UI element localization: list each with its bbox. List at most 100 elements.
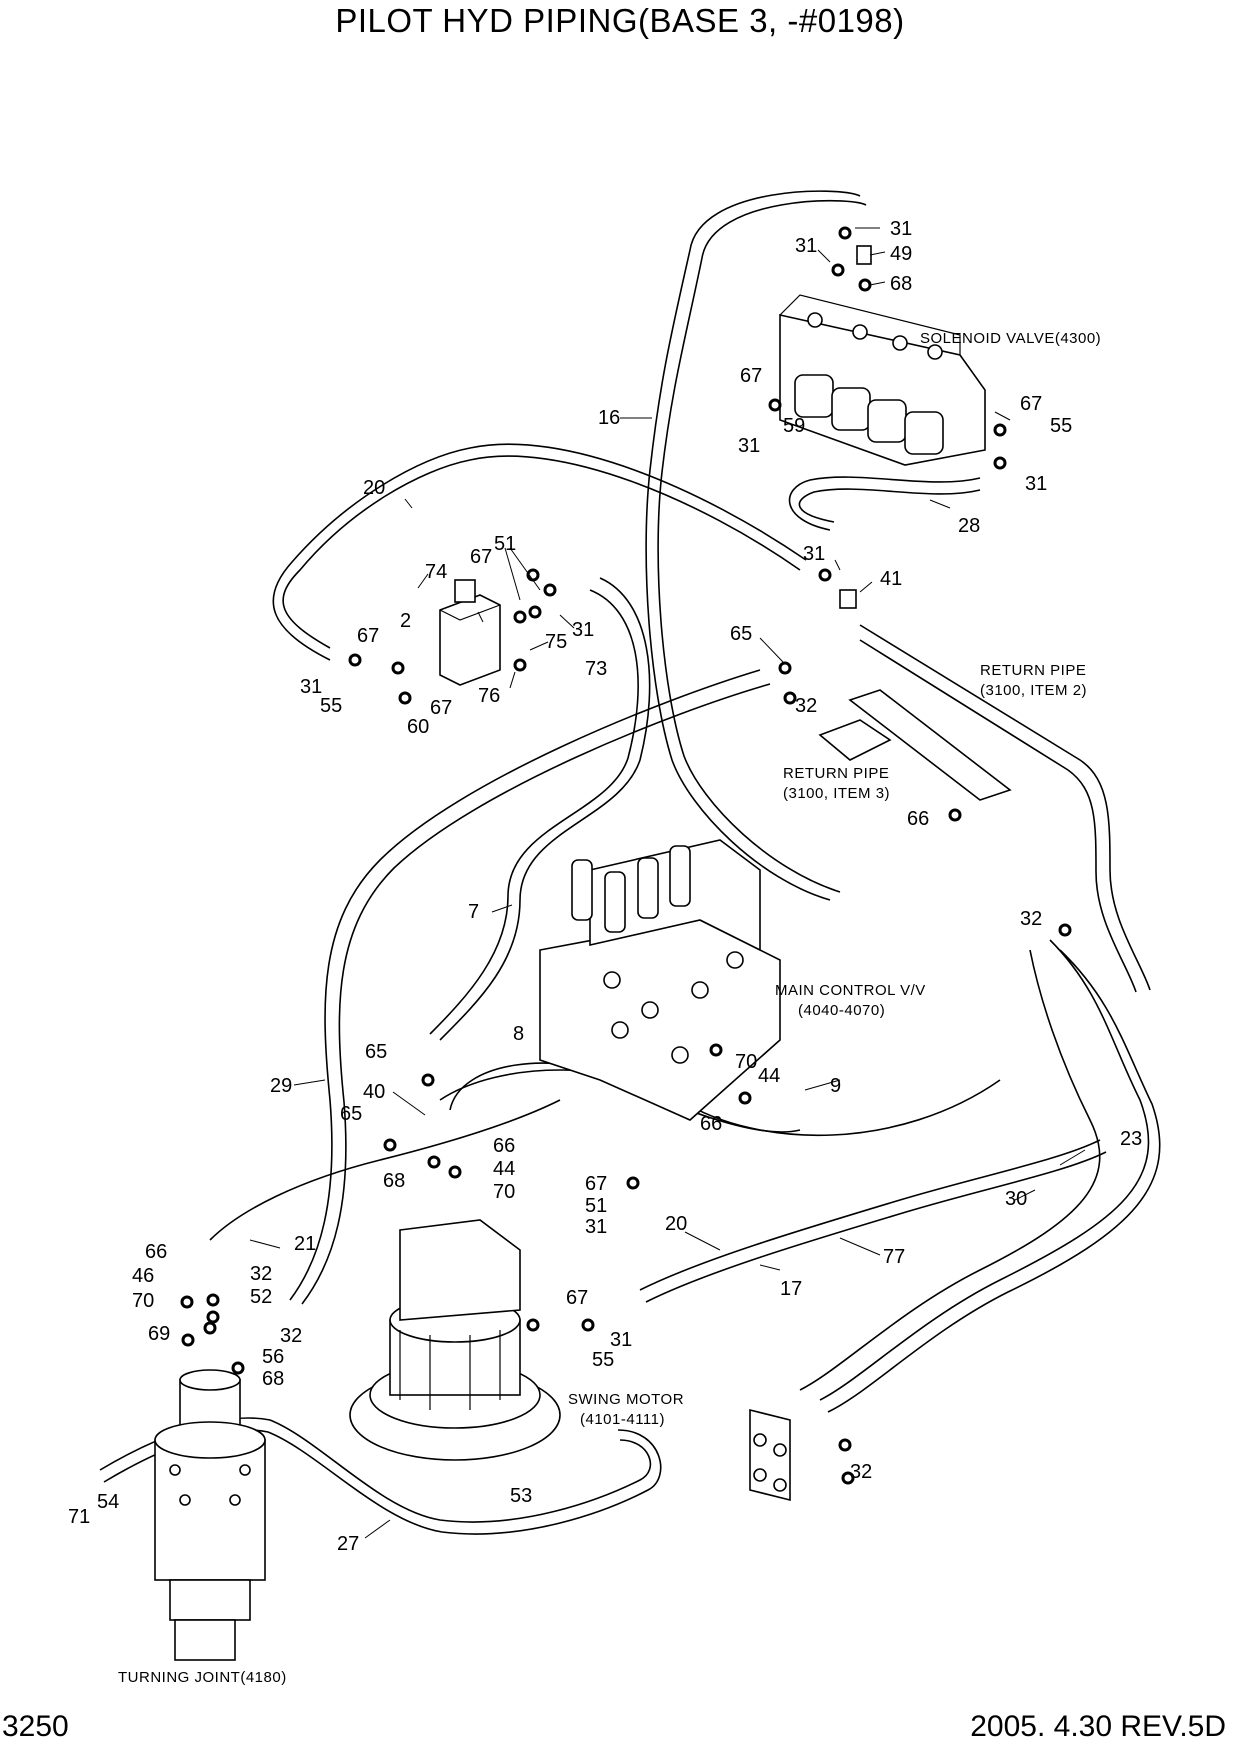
part-callout: 31: [585, 1216, 607, 1238]
part-callout: 29: [270, 1075, 292, 1097]
hose-29b: [301, 683, 771, 1305]
hose-20: [282, 455, 801, 649]
hose-17b: [645, 1151, 1107, 1303]
return-pipe-item3-caption-line2: (3100, ITEM 3): [783, 785, 890, 802]
main-control-valve-caption-line1: MAIN CONTROL V/V: [775, 982, 926, 999]
solenoid-coils: [794, 374, 944, 455]
bracket-block: [749, 1408, 791, 1502]
part-callout: 69: [148, 1323, 170, 1345]
return-pipe-line-b: [859, 639, 1137, 993]
part-callouts: 31 49 68 31 67 55 31 67 59 31 16 20 28 3…: [68, 218, 1142, 1555]
part-callout: 44: [758, 1065, 780, 1087]
part-callout: 7: [468, 901, 479, 923]
part-callout: 66: [493, 1135, 515, 1157]
part-callout: 76: [478, 685, 500, 707]
part-callout: 31: [795, 235, 817, 257]
part-callout: 68: [383, 1170, 405, 1192]
return-pipe-line: [859, 624, 1151, 991]
hose-28b: [798, 488, 981, 523]
part-callout: 32: [795, 695, 817, 717]
fittings: [180, 226, 1072, 1485]
part-callout: 51: [494, 533, 516, 555]
return-pipe-flange: [818, 689, 1012, 801]
part-callout: 53: [510, 1485, 532, 1507]
part-callout: 32: [280, 1325, 302, 1347]
part-callout: 32: [250, 1263, 272, 1285]
part-callout: 31: [738, 435, 760, 457]
swing-motor-caption-line1: SWING MOTOR: [568, 1391, 684, 1408]
part-callout: 59: [783, 415, 805, 437]
return-pipe-item3-caption-line1: RETURN PIPE: [783, 765, 889, 782]
part-callout: 65: [365, 1041, 387, 1063]
assembly-captions: SOLENOID VALVE(4300) RETURN PIPE (3100, …: [118, 330, 1101, 1686]
part-callout: 31: [300, 676, 322, 698]
leader-lines: [249, 227, 1086, 1539]
part-callout: 75: [545, 631, 567, 653]
part-callout: 21: [294, 1233, 316, 1255]
part-callout: 2: [400, 610, 411, 632]
part-callout: 16: [598, 407, 620, 429]
hose-17: [639, 1139, 1101, 1291]
part-callout: 9: [830, 1075, 841, 1097]
part-callout: 52: [250, 1286, 272, 1308]
part-callout: 67: [357, 625, 379, 647]
part-callout: 65: [730, 623, 752, 645]
hose-21: [209, 1099, 561, 1241]
part-callout: 66: [907, 808, 929, 830]
hose-29: [289, 669, 761, 1301]
part-callout: 31: [803, 543, 825, 565]
part-callout: 67: [1020, 393, 1042, 415]
swing-motor-caption-line2: (4101-4111): [580, 1411, 665, 1428]
part-callout: 28: [958, 515, 980, 537]
part-callout: 8: [513, 1023, 524, 1045]
part-callout: 41: [880, 568, 902, 590]
part-callout: 67: [470, 546, 492, 568]
part-callout: 32: [1020, 908, 1042, 930]
swing-motor-block: [349, 1219, 561, 1461]
part-callout: 55: [320, 695, 342, 717]
part-callout: 66: [145, 1241, 167, 1263]
part-callout: 30: [1005, 1188, 1027, 1210]
part-callout: 74: [425, 561, 447, 583]
part-callout: 56: [262, 1346, 284, 1368]
part-callout: 67: [585, 1173, 607, 1195]
part-callout: 44: [493, 1158, 515, 1180]
part-callout: 23: [1120, 1128, 1142, 1150]
main-control-valve-block: [539, 839, 781, 1121]
part-callout: 46: [132, 1265, 154, 1287]
hose-28: [788, 476, 981, 531]
hose-30: [799, 949, 1101, 1391]
page-title: PILOT HYD PIPING(BASE 3, -#0198): [335, 2, 905, 39]
part-callout: 55: [592, 1349, 614, 1371]
part-callout: 77: [883, 1246, 905, 1268]
turning-joint-block: [154, 1369, 266, 1661]
block-2: [439, 579, 501, 686]
part-callout: 51: [585, 1195, 607, 1217]
part-callout: 27: [337, 1533, 359, 1555]
turning-joint-caption: TURNING JOINT(4180): [118, 1669, 287, 1686]
part-callout: 67: [740, 365, 762, 387]
hose-7b: [429, 589, 639, 1035]
part-callout: 20: [665, 1213, 687, 1235]
part-callout: 67: [430, 697, 452, 719]
main-control-valve-caption-line2: (4040-4070): [798, 1002, 885, 1019]
part-callout: 55: [1050, 415, 1072, 437]
part-callout: 20: [363, 477, 385, 499]
revision-date: 2005. 4.30 REV.5D: [970, 1710, 1226, 1743]
hose-23b: [827, 949, 1161, 1413]
part-callout: 32: [850, 1461, 872, 1483]
part-callout: 66: [700, 1113, 722, 1135]
solenoid-valve-block: [779, 294, 986, 466]
part-callout: 49: [890, 243, 912, 265]
part-callout: 31: [572, 619, 594, 641]
part-callout: 60: [407, 716, 429, 738]
part-callout: 40: [363, 1081, 385, 1103]
part-callout: 73: [585, 658, 607, 680]
part-callout: 70: [493, 1181, 515, 1203]
page-number: 3250: [2, 1710, 69, 1743]
solenoid-valve-caption: SOLENOID VALVE(4300): [920, 330, 1101, 347]
hose-16b: [657, 199, 867, 893]
part-callout: 31: [890, 218, 912, 240]
part-callout: 31: [1025, 473, 1047, 495]
